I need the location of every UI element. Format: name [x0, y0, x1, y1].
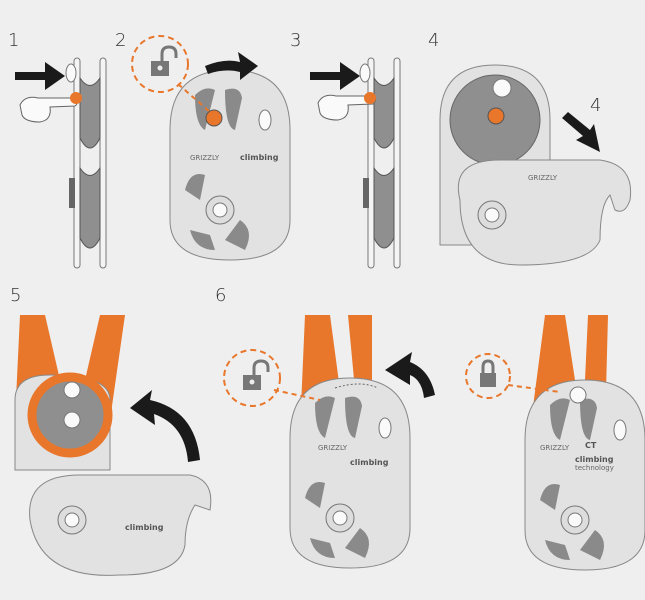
pulley-plate — [169, 69, 291, 261]
step-4-arrow-label: 4 — [590, 95, 602, 116]
panel-1 — [15, 57, 107, 269]
panel-6-locked: GRIZZLY CT climbing technology — [464, 315, 645, 571]
lock-icon — [464, 352, 512, 400]
down-arrow-icon — [562, 112, 600, 152]
release-button — [364, 92, 376, 104]
step-1-label: 1 — [8, 30, 20, 51]
panel-3 — [310, 57, 401, 269]
step-4-label: 4 — [428, 30, 440, 51]
rotate-arrow-icon — [385, 352, 435, 398]
product-name: GRIZZLY — [318, 444, 348, 452]
unlock-icon — [222, 348, 282, 408]
logo-text: climbing — [240, 153, 279, 162]
step-3-label: 3 — [290, 30, 302, 51]
unlock-icon — [130, 34, 190, 94]
logo-text: climbing — [575, 455, 614, 464]
product-name: GRIZZLY — [540, 444, 570, 452]
side-pulley — [65, 57, 107, 269]
finger-hand-icon — [19, 96, 78, 123]
pulley-plate — [524, 379, 645, 571]
logo-text: climbing — [125, 523, 164, 532]
side-pulley — [359, 57, 401, 269]
logo-mark: CT — [585, 441, 597, 450]
release-button — [70, 92, 82, 104]
logo-text-sub: technology — [575, 464, 614, 472]
step-6-label: 6 — [215, 285, 227, 306]
panel-5: climbing — [14, 315, 212, 576]
panel-6-unlocked: GRIZZLY climbing — [222, 315, 435, 569]
product-name: GRIZZLY — [190, 154, 220, 162]
panel-4: GRIZZLY — [439, 64, 632, 266]
pulley-plate — [289, 377, 411, 569]
step-5-label: 5 — [10, 285, 22, 306]
step-2-label: 2 — [115, 30, 127, 51]
product-name: GRIZZLY — [528, 174, 558, 182]
push-arrow-icon — [15, 62, 65, 90]
rotate-arrow-icon — [130, 390, 200, 462]
push-arrow-icon — [310, 62, 360, 90]
logo-text: climbing — [350, 458, 389, 467]
panel-2: GRIZZLY climbing — [130, 34, 291, 261]
rotate-arrow-icon — [205, 52, 258, 80]
